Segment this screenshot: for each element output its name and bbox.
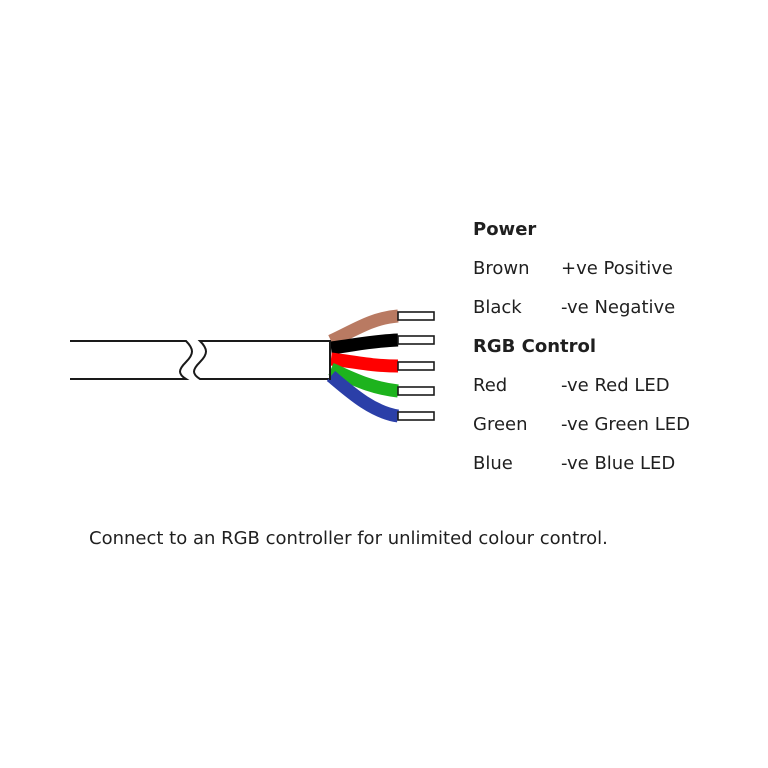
wire-function-black: -ve Negative xyxy=(561,297,676,318)
legend-row-red: Red -ve Red LED xyxy=(473,372,763,400)
wire-brown-tip xyxy=(397,311,435,321)
wire-red-tip xyxy=(397,361,435,371)
wire-name-green: Green xyxy=(473,414,528,435)
wire-red xyxy=(330,352,399,373)
wire-black-tip xyxy=(397,335,435,345)
legend-row-black: Black -ve Negative xyxy=(473,294,763,322)
cable-sheath-left xyxy=(70,340,193,380)
wire-name-blue: Blue xyxy=(473,453,513,474)
wire-green-tip xyxy=(397,386,435,396)
wire-name-brown: Brown xyxy=(473,258,530,279)
wire-blue xyxy=(326,371,400,423)
wire-blue-tip xyxy=(397,411,435,421)
wire-function-brown: +ve Positive xyxy=(561,258,673,279)
wire-function-green: -ve Green LED xyxy=(561,414,690,435)
wire-green xyxy=(328,363,399,398)
wire-function-red: -ve Red LED xyxy=(561,375,670,396)
wire-legend: Power Brown +ve Positive Black -ve Negat… xyxy=(473,216,763,478)
cable-sheath-right xyxy=(193,340,331,380)
legend-heading-rgb: RGB Control xyxy=(473,336,597,357)
wire-brown xyxy=(328,309,399,347)
legend-row-green: Green -ve Green LED xyxy=(473,411,763,439)
wire-black xyxy=(330,333,399,355)
wire-function-blue: -ve Blue LED xyxy=(561,453,676,474)
wire-name-black: Black xyxy=(473,297,522,318)
footnote-text: Connect to an RGB controller for unlimit… xyxy=(89,528,608,549)
legend-heading-power: Power xyxy=(473,219,537,240)
wire-name-red: Red xyxy=(473,375,508,396)
legend-row-brown: Brown +ve Positive xyxy=(473,255,763,283)
legend-row-blue: Blue -ve Blue LED xyxy=(473,450,763,478)
